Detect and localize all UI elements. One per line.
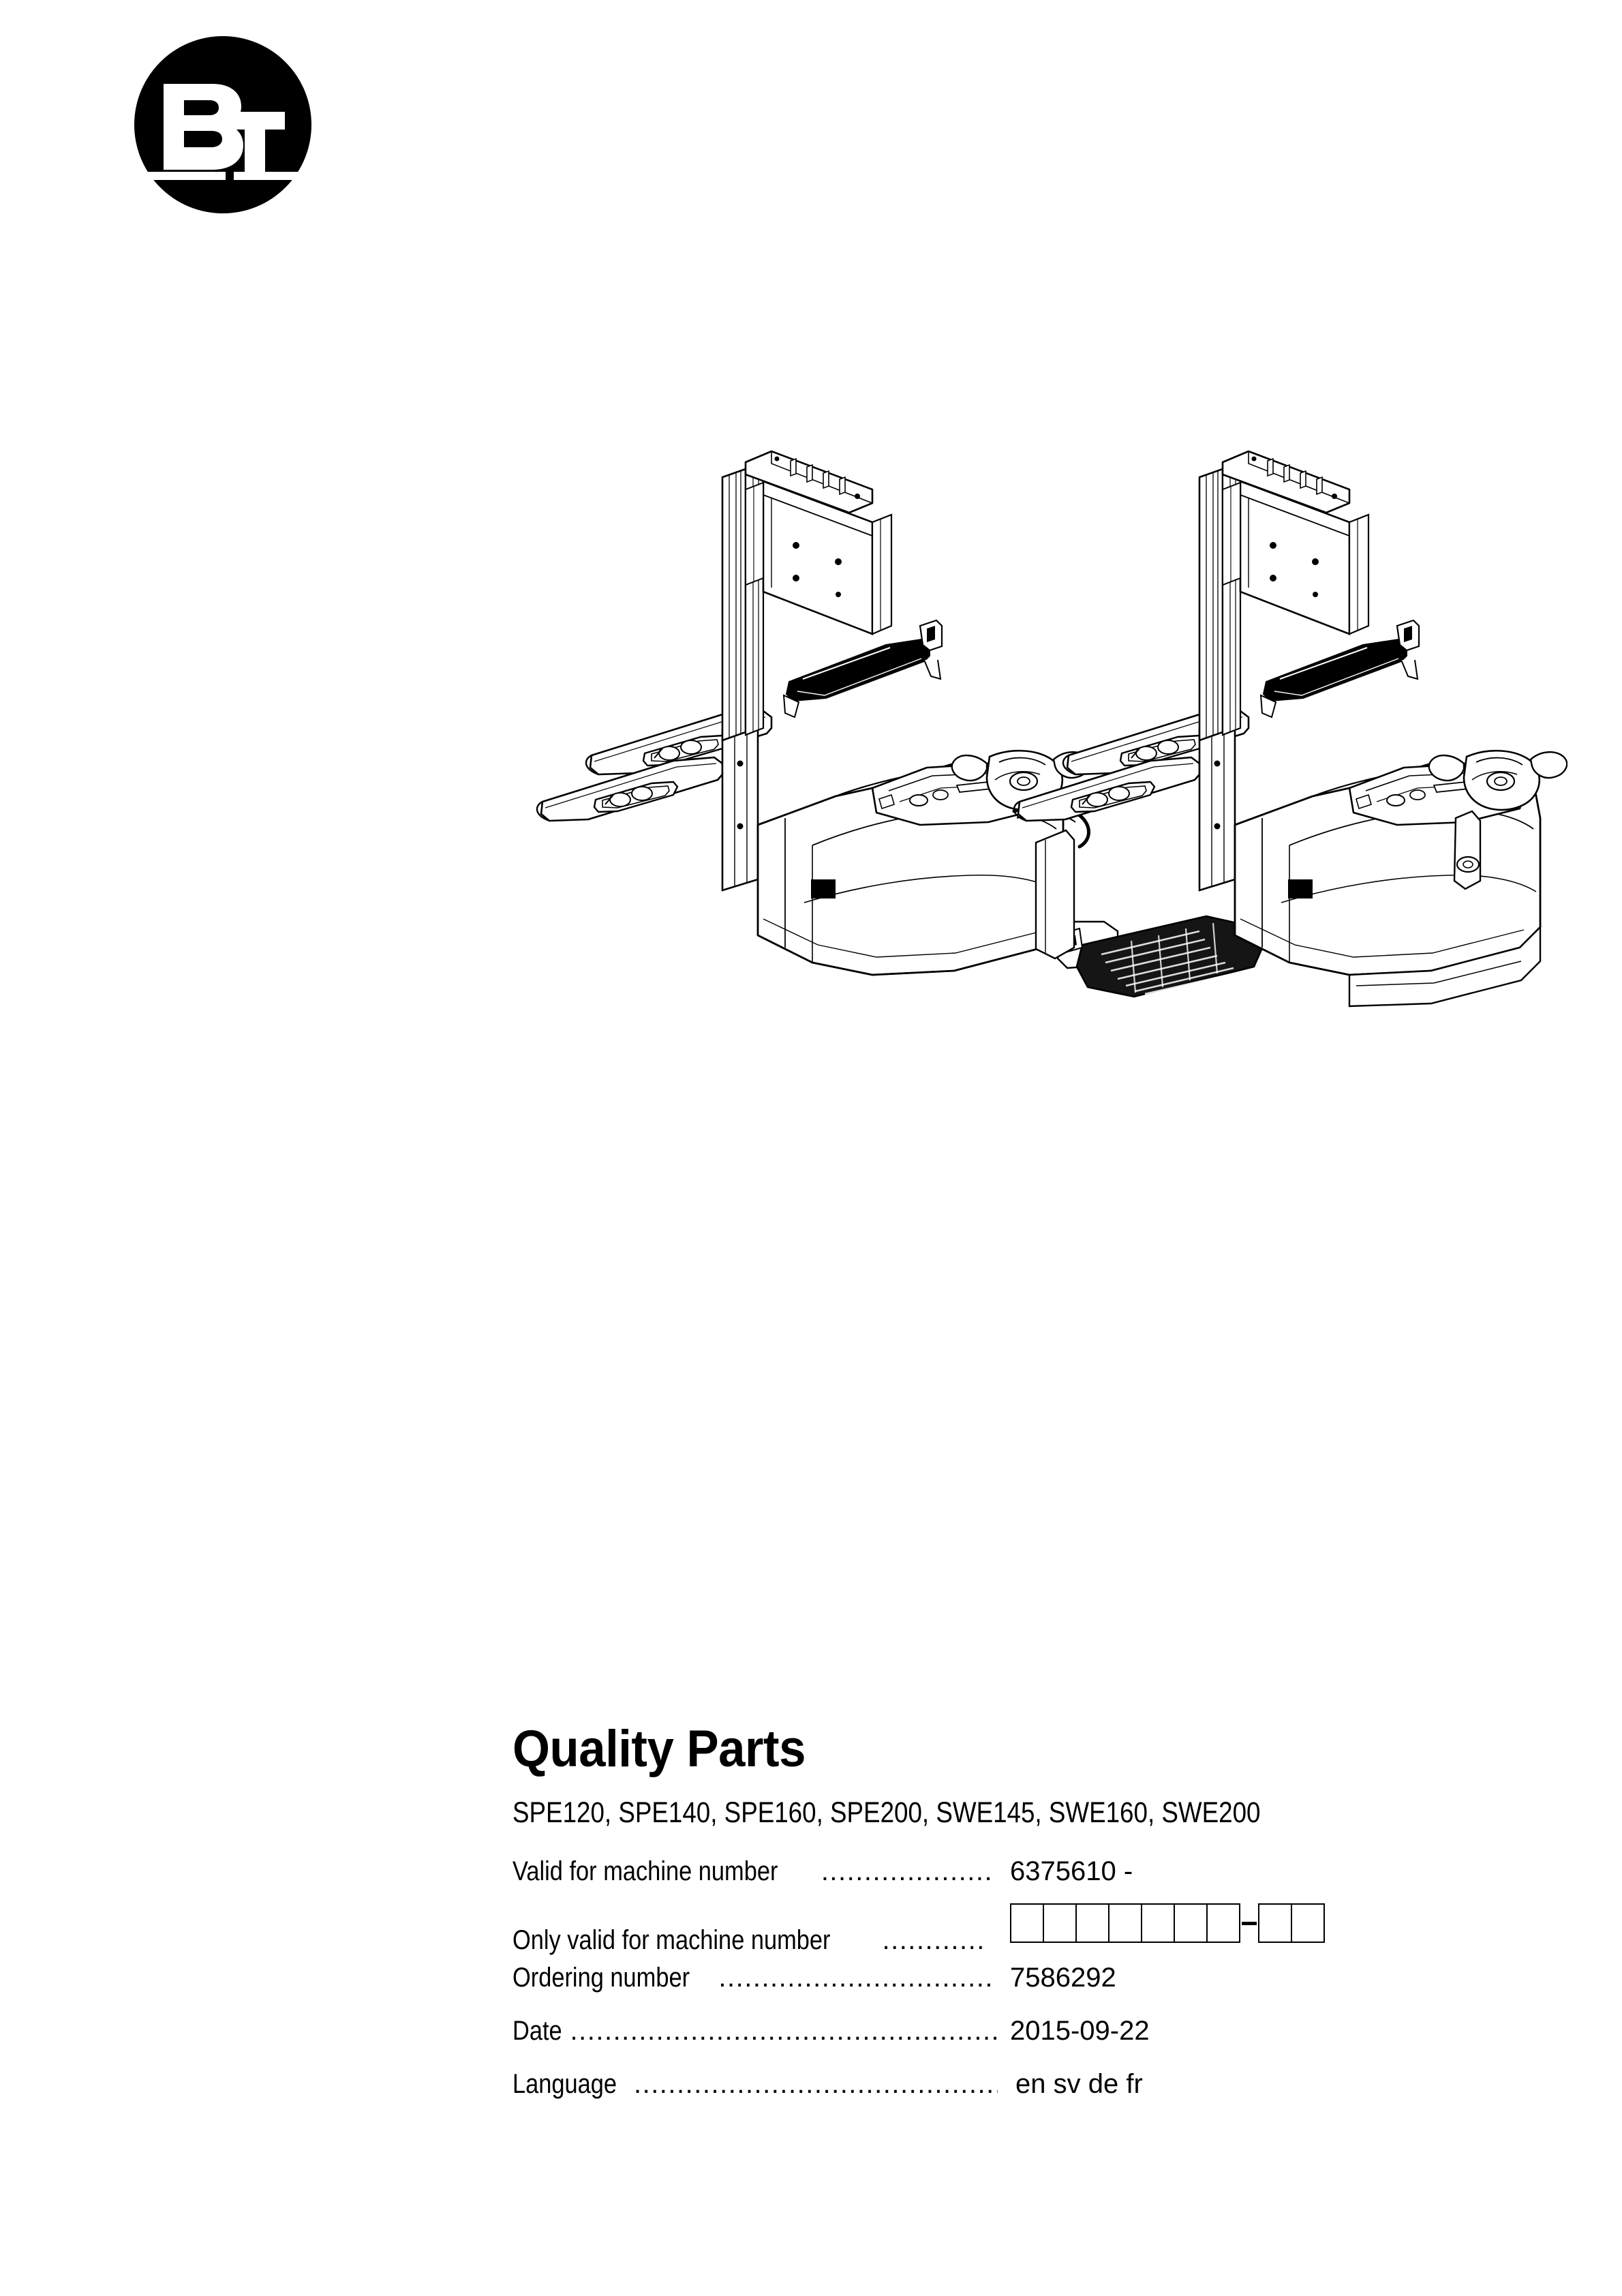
page-title: Quality Parts [512,1720,806,1778]
spec-row-date: Date ...................................… [512,2016,1548,2069]
spec-label: Only valid for machine number [512,1925,831,1955]
cover-text-block: Quality Parts SPE120, SPE140, SPE160, SP… [512,1723,1548,2122]
spec-label-group: Ordering number ........................… [512,1963,998,1993]
stacker-line-art [536,450,1567,1008]
machine-number-entry-boxes[interactable] [1010,1903,1325,1943]
leader-dots: .................... [821,1856,994,1886]
logo-stripe-right [234,172,300,180]
spec-row-language: Language ...............................… [512,2069,1548,2122]
machine-number-box[interactable] [1258,1903,1292,1943]
leader-dots: ................................ [718,1963,994,1993]
leader-dots: ........................................… [633,2069,998,2099]
spec-label: Language [512,2069,617,2099]
machine-number-dash [1242,1921,1257,1925]
spec-row-valid-machine-number: Valid for machine number ...............… [512,1856,1548,1909]
logo-letter-t [225,112,285,179]
spec-label: Ordering number [512,1963,690,1993]
machine-number-box[interactable] [1141,1903,1175,1943]
stacker-machine-left [536,450,1265,998]
model-list: SPE120, SPE140, SPE160, SPE200, SWE145, … [512,1796,1261,1829]
spec-value-ordering-number: 7586292 [1010,1963,1116,1993]
spec-label-group: Date ...................................… [512,2016,998,2046]
bt-logo [134,35,312,214]
machine-number-box[interactable] [1043,1903,1077,1943]
machine-number-box[interactable] [1291,1903,1325,1943]
spec-label-group: Language ...............................… [512,2069,998,2100]
leader-dots: ........................................… [570,2016,998,2046]
spec-label-group: Valid for machine number ...............… [512,1856,998,1887]
logo-letter-b [164,84,243,170]
spec-value-valid-machine-number: 6375610 - [1010,1856,1133,1886]
machine-number-box[interactable] [1206,1903,1240,1943]
pallet-stacker-trucks-illustration [477,409,1567,1023]
spec-label-group: Only valid for machine number ..........… [512,1925,998,1956]
machine-number-box[interactable] [1108,1903,1142,1943]
machine-number-box[interactable] [1174,1903,1208,1943]
stacker-machine-right [1013,450,1567,1008]
bt-logo-icon [134,36,311,213]
machine-number-box-group-right[interactable] [1258,1903,1325,1943]
logo-stripe-left [146,172,226,180]
spec-row-ordering-number: Ordering number ........................… [512,1963,1548,2016]
machine-number-box[interactable] [1075,1903,1110,1943]
leader-dots: ............ [882,1925,985,1955]
machine-number-box[interactable] [1010,1903,1044,1943]
machine-number-box-group-left[interactable] [1010,1903,1240,1943]
spec-row-only-valid-machine-number: Only valid for machine number ..........… [512,1903,1548,1963]
spec-value-date: 2015-09-22 [1010,2016,1150,2046]
spec-value-language: en sv de fr [1015,2069,1143,2099]
spec-label: Valid for machine number [512,1856,778,1886]
spec-label: Date [512,2016,562,2046]
